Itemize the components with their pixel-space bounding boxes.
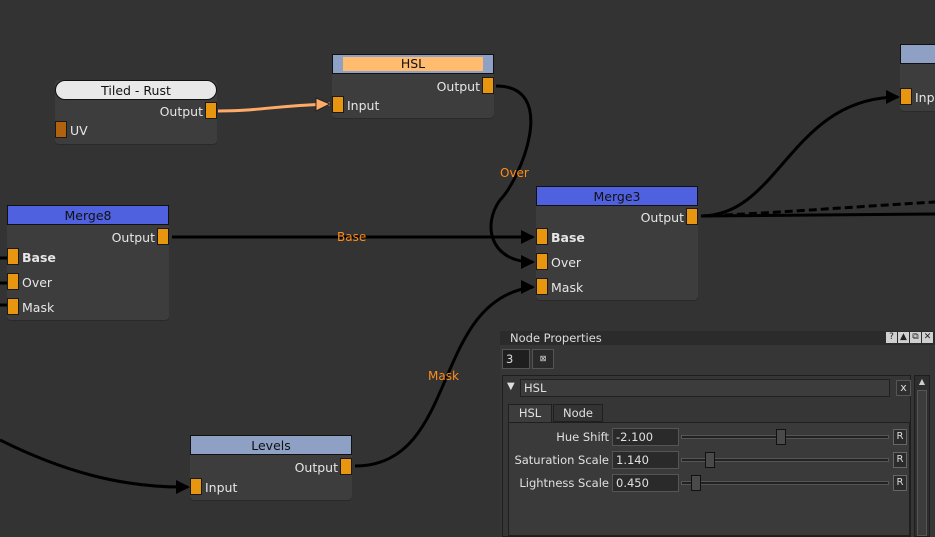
mask-port[interactable] <box>536 278 548 295</box>
tab-hsl[interactable]: HSL <box>508 404 552 422</box>
input-label: Inp <box>915 90 935 105</box>
node-title-text: HSL <box>343 57 483 71</box>
input-label: Input <box>347 98 380 113</box>
param-value-field[interactable]: 0.450 <box>612 474 679 492</box>
output-label: Output <box>436 79 480 94</box>
node-title[interactable]: Tiled - Rust <box>55 80 217 100</box>
param-label: Hue Shift <box>556 430 609 444</box>
node-hsl[interactable]: HSL Output Input <box>332 54 494 118</box>
over-port[interactable] <box>7 273 19 290</box>
base-label: Base <box>551 230 585 245</box>
arrow-merge3-over <box>521 255 535 269</box>
input-label: Input <box>205 480 238 495</box>
output-port[interactable] <box>482 77 494 94</box>
output-port[interactable] <box>205 102 217 119</box>
param-slider-thumb[interactable] <box>705 452 715 468</box>
node-levels[interactable]: Levels Output Input <box>190 435 352 500</box>
mask-label: Mask <box>22 300 55 315</box>
arrow-levels-input <box>176 480 190 494</box>
close-icon[interactable]: ✕ <box>922 332 933 343</box>
param-value-field[interactable]: 1.140 <box>612 451 679 469</box>
param-slider-thumb[interactable] <box>691 475 701 491</box>
wire-label-mask: Mask <box>428 369 459 383</box>
section-header: ▼ HSL x <box>503 376 912 400</box>
input-port[interactable] <box>332 96 344 113</box>
wire-levels-to-merge3-mask[interactable] <box>354 285 534 468</box>
wire-label-over: Over <box>500 166 529 180</box>
param-value-field[interactable]: -2.100 <box>612 428 679 446</box>
output-label: Output <box>111 230 155 245</box>
output-port[interactable] <box>157 228 169 245</box>
param-reset-button[interactable]: R <box>893 452 907 468</box>
wire-label-base: Base <box>337 230 367 244</box>
over-label: Over <box>22 275 53 290</box>
param-reset-button[interactable]: R <box>893 475 907 491</box>
clear-panels-button[interactable]: ⊠ <box>532 349 554 369</box>
scroll-thumb[interactable] <box>917 390 927 536</box>
node-offscreen[interactable]: Inp <box>900 44 935 111</box>
output-port[interactable] <box>686 208 698 225</box>
mask-label: Mask <box>551 280 584 295</box>
input-port[interactable] <box>190 478 202 495</box>
param-label: Saturation Scale <box>514 453 609 467</box>
base-label: Base <box>22 250 56 265</box>
node-tiled-rust[interactable]: Tiled - Rust Output UV <box>55 80 217 144</box>
node-title[interactable]: HSL <box>332 54 494 74</box>
output-port[interactable] <box>340 458 352 475</box>
mask-port[interactable] <box>7 298 19 315</box>
node-merge8[interactable]: Merge8 Output Base Over Mask <box>7 205 169 320</box>
panel-title: Node Properties <box>510 331 602 345</box>
wire-merge3-to-offscreen[interactable] <box>700 95 899 218</box>
uv-label: UV <box>70 123 88 138</box>
node-merge3[interactable]: Merge3 Output Base Over Mask <box>536 186 698 300</box>
scroll-up-icon[interactable]: ▲ <box>918 377 926 386</box>
maximize-icon[interactable]: ⧉ <box>910 332 921 343</box>
float-icon[interactable]: ▲ <box>898 332 909 343</box>
node-name-field[interactable]: HSL <box>520 379 890 397</box>
wire-hsl-to-merge3-over[interactable] <box>489 84 534 264</box>
arrow-offscreen-input <box>886 90 900 104</box>
tab-node[interactable]: Node <box>553 404 603 422</box>
node-title[interactable]: Merge3 <box>536 186 698 206</box>
panel-scrollbar[interactable]: ▲ <box>914 375 930 537</box>
param-reset-button[interactable]: R <box>893 429 907 445</box>
help-icon[interactable]: ? <box>886 332 897 343</box>
wire-left-to-levels[interactable] <box>0 438 189 489</box>
uv-port[interactable] <box>55 121 67 138</box>
param-slider-thumb[interactable] <box>776 429 786 445</box>
over-label: Over <box>551 255 582 270</box>
wire-tiled-to-hsl[interactable] <box>217 102 331 113</box>
panel-titlebar[interactable]: Node Properties ? ▲ ⧉ ✕ <box>500 331 935 345</box>
close-section-button[interactable]: x <box>896 380 911 396</box>
arrow-merge3-mask <box>521 280 535 294</box>
output-label: Output <box>294 460 338 475</box>
param-slider-track[interactable] <box>681 481 889 485</box>
max-panels-field[interactable]: 3 <box>502 349 530 369</box>
arrow-merge3-base <box>521 230 535 244</box>
param-slider-track[interactable] <box>681 458 889 462</box>
over-port[interactable] <box>536 253 548 270</box>
collapse-triangle-icon[interactable]: ▼ <box>507 381 515 392</box>
base-port[interactable] <box>7 248 19 265</box>
node-title[interactable] <box>900 44 935 64</box>
input-port[interactable] <box>900 88 912 105</box>
node-properties-panel: Node Properties ? ▲ ⧉ ✕ 3 ⊠ ▼ HSL x HSL … <box>500 331 935 537</box>
wire-merge3-out-right[interactable] <box>700 212 935 218</box>
node-title[interactable]: Merge8 <box>7 205 169 225</box>
arrow-hsl-input <box>315 97 332 112</box>
output-label: Output <box>159 104 203 119</box>
output-label: Output <box>640 210 684 225</box>
param-label: Lightness Scale <box>519 476 609 490</box>
node-title[interactable]: Levels <box>190 435 352 455</box>
base-port[interactable] <box>536 228 548 245</box>
